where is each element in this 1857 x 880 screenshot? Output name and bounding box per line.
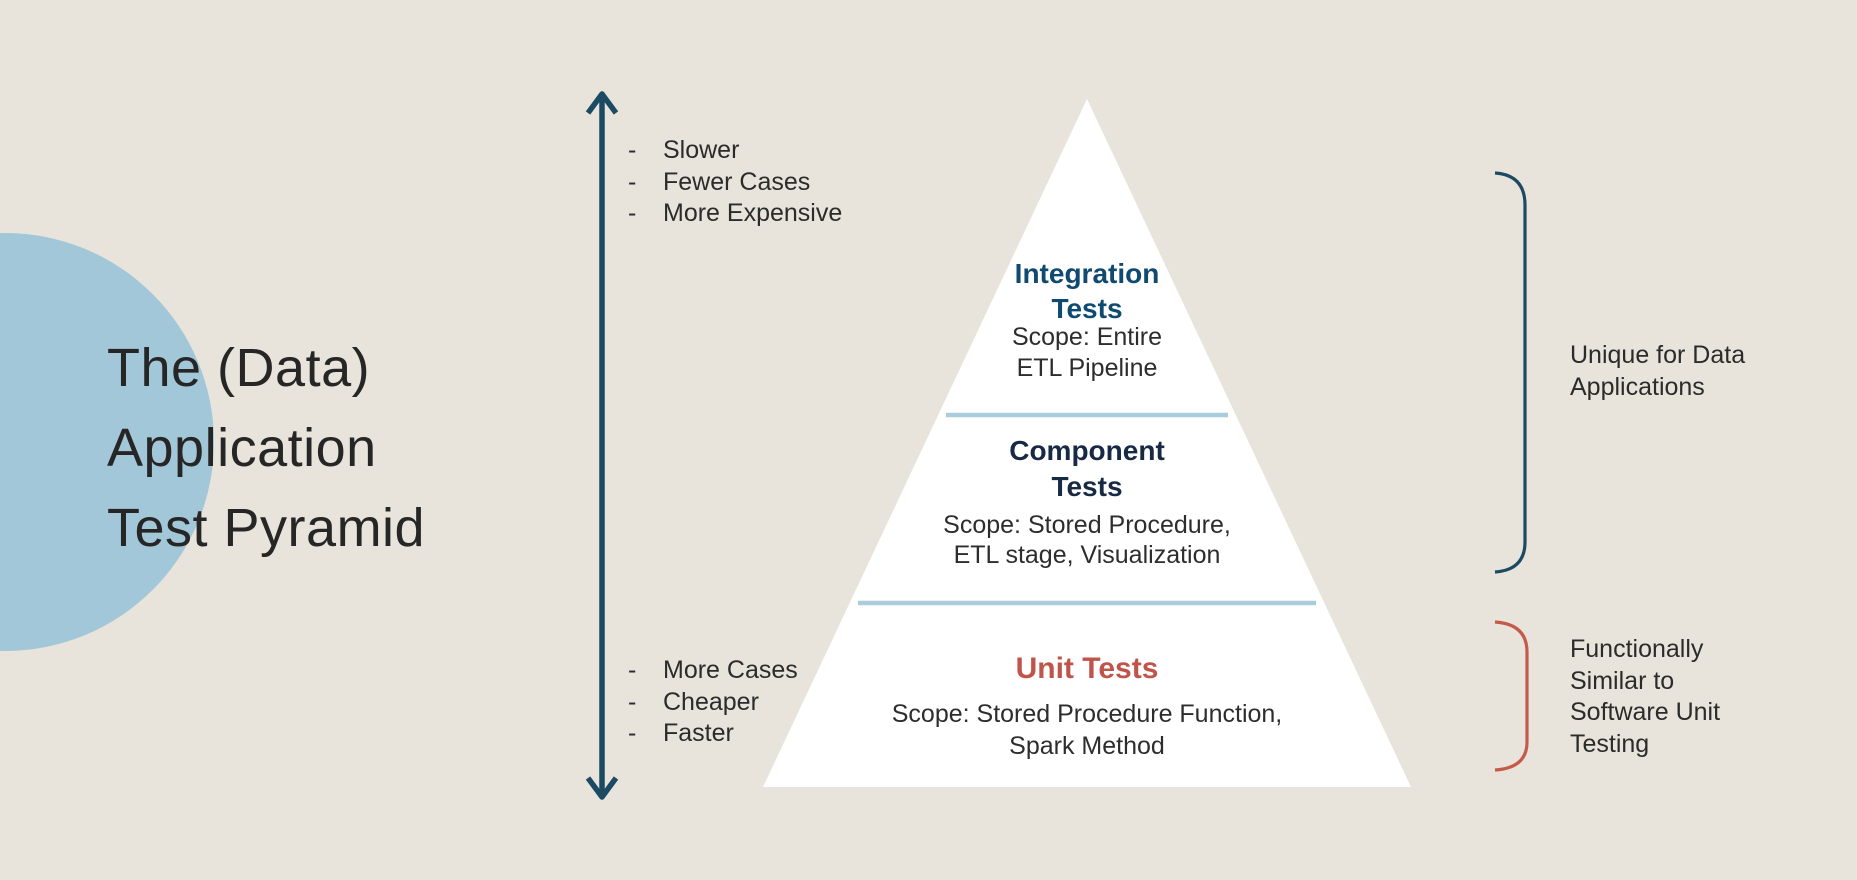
bullet-label: Faster [663, 719, 734, 747]
level-scope-line: Spark Method [1009, 732, 1165, 760]
level-title-line: Tests [1051, 293, 1123, 324]
list-item: - More Expensive [628, 198, 842, 230]
list-item: - Slower [628, 135, 842, 167]
bullet-label: Cheaper [663, 687, 759, 716]
top-bullet-list: - Slower - Fewer Cases - More Expensive [628, 135, 842, 230]
list-item: - Faster [628, 718, 798, 750]
arrow-head-up-icon [585, 91, 619, 115]
bullet-dash: - [628, 136, 637, 164]
list-item: - Fewer Cases [628, 167, 842, 199]
bullet-dash: - [628, 719, 637, 747]
title-line-2: Application [107, 418, 377, 478]
bracket-unit-testing [1494, 620, 1529, 772]
page-title: The (Data) Application Test Pyramid [107, 328, 425, 568]
bullet-label: More Cases [663, 656, 798, 684]
annotation-unique-for-data: Unique for Data Applications [1570, 340, 1745, 403]
bracket-unique-for-data [1494, 171, 1527, 574]
list-item: - More Cases [628, 655, 798, 687]
annotation-line: Functionally [1570, 635, 1704, 663]
bullet-label: More Expensive [663, 199, 843, 227]
unit-tests-title: Unit Tests [1016, 651, 1159, 687]
title-line-1: The (Data) [107, 338, 371, 398]
annotation-line: Software Unit [1570, 698, 1721, 726]
bullet-label: Slower [663, 136, 740, 164]
bullet-dash: - [628, 687, 637, 716]
bullet-dash: - [628, 199, 637, 227]
annotation-unit-testing: Functionally Similar to Software Unit Te… [1570, 634, 1720, 760]
bullet-label: Fewer Cases [663, 167, 811, 196]
integration-tests-scope: Scope: Entire ETL Pipeline [1012, 322, 1162, 384]
annotation-line: Applications [1570, 372, 1705, 401]
level-title-line: Component [1009, 435, 1165, 466]
component-tests-title: Component Tests [1009, 433, 1165, 505]
level-title-line: Tests [1051, 471, 1123, 502]
level-title-line: Integration [1014, 258, 1160, 289]
level-scope-line: Scope: Stored Procedure, [943, 511, 1231, 539]
bullet-dash: - [628, 167, 637, 196]
unit-tests-scope: Scope: Stored Procedure Function, Spark … [892, 698, 1283, 762]
level-scope-line: ETL Pipeline [1016, 354, 1158, 382]
annotation-line: Testing [1570, 729, 1650, 758]
annotation-line: Similar to [1570, 666, 1675, 695]
level-scope-line: ETL stage, Visualization [953, 541, 1221, 569]
bottom-bullet-list: - More Cases - Cheaper - Faster [628, 655, 798, 750]
level-title-line: Unit Tests [1015, 652, 1159, 685]
level-scope-line: Scope: Entire [1011, 323, 1163, 351]
integration-tests-title: Integration Tests [1015, 256, 1160, 326]
arrow-head-down-icon [585, 776, 619, 800]
metrics-axis-arrow-icon [585, 91, 619, 800]
pyramid-shape [763, 99, 1411, 787]
list-item: - Cheaper [628, 687, 798, 719]
component-tests-scope: Scope: Stored Procedure, ETL stage, Visu… [943, 510, 1231, 570]
bullet-dash: - [628, 656, 637, 684]
annotation-line: Unique for Data [1570, 341, 1746, 369]
title-line-3: Test Pyramid [107, 498, 426, 558]
level-scope-line: Scope: Stored Procedure Function, [891, 700, 1283, 728]
